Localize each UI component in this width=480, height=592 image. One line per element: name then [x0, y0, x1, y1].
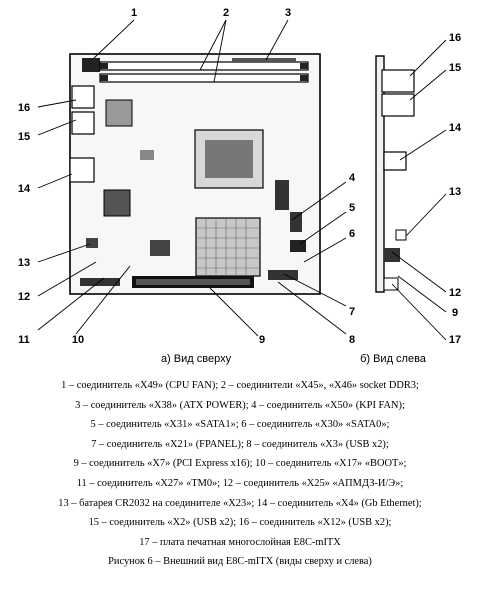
- callout-4: 4: [349, 172, 356, 184]
- callout-7: 7: [349, 306, 355, 318]
- figure-caption: Рисунок 6 – Внешний вид E8C-mITX (виды с…: [108, 556, 372, 568]
- callout-8: 8: [349, 334, 355, 346]
- ddr3-socket-x46: [99, 73, 309, 83]
- side-usb-x2: [381, 93, 415, 117]
- callout-3: 3: [285, 7, 291, 19]
- atx-power-connector: [232, 58, 296, 62]
- legend-line-8: 15 – соединитель «X2» (USB x2); 16 – сое…: [88, 517, 392, 529]
- legend-line-3: 5 – соединитель «X31» «SATA1»; 6 – соеди…: [90, 419, 390, 431]
- callout-6: 6: [349, 228, 355, 240]
- legend-line-9: 17 – плата печатная многослойная E8C-mIT…: [139, 536, 341, 548]
- caption-top-view: а) Вид сверху: [161, 353, 232, 365]
- callout-16-side: 16: [449, 32, 461, 44]
- callout-1: 1: [131, 7, 137, 19]
- board-side-view: [375, 55, 415, 293]
- legend-line-2: 3 – соединитель «X38» (ATX POWER); 4 – с…: [75, 399, 405, 411]
- callout-15-side: 15: [449, 62, 461, 74]
- callout-9: 9: [259, 334, 265, 346]
- caption-left-view: б) Вид слева: [360, 353, 427, 365]
- bga-chip: [195, 217, 261, 277]
- legend-line-6: 11 – соединитель «X27» «TM0»; 12 – соеди…: [76, 477, 404, 489]
- side-ethernet: [383, 151, 407, 171]
- callout-16: 16: [18, 102, 30, 114]
- callout-17: 17: [449, 334, 461, 346]
- callout-10: 10: [72, 334, 84, 346]
- legend-block: 1 – соединитель «X49» (CPU FAN); 2 – сое…: [0, 376, 480, 572]
- side-usb-x12: [381, 69, 415, 93]
- legend-line-4: 7 – соединитель «X21» (FPANEL); 8 – соед…: [91, 438, 389, 450]
- usb-x2-block: [71, 111, 95, 135]
- battery-holder: [86, 238, 98, 248]
- cpu-fan-connector: [82, 58, 100, 72]
- usb-x12-block: [71, 85, 95, 109]
- leader-lines: [37, 19, 447, 341]
- ethernet-block: [69, 157, 95, 183]
- callout-14-side: 14: [449, 122, 462, 134]
- callout-labels: 1 2 3 4 5 6 7 8 9 10 11 12 13 14 15 16 1…: [18, 7, 462, 346]
- callout-12-side: 12: [449, 287, 461, 299]
- callout-9-side: 9: [452, 307, 458, 319]
- callout-14: 14: [18, 183, 31, 195]
- legend-line-1: 1 – соединитель «X49» (CPU FAN); 2 – сое…: [61, 380, 419, 391]
- callout-2: 2: [223, 7, 229, 19]
- callout-5: 5: [349, 202, 355, 214]
- callout-13-side: 13: [449, 186, 461, 198]
- legend-line-5: 9 – соединитель «X7» (PCI Express x16); …: [73, 458, 407, 470]
- callout-13: 13: [18, 257, 30, 269]
- board-top-view: [69, 53, 321, 295]
- callout-11: 11: [18, 334, 30, 346]
- legend-line-7: 13 – батарея CR2032 на соединителе «X23»…: [58, 497, 422, 509]
- callout-15: 15: [18, 131, 30, 143]
- callout-12: 12: [18, 291, 30, 303]
